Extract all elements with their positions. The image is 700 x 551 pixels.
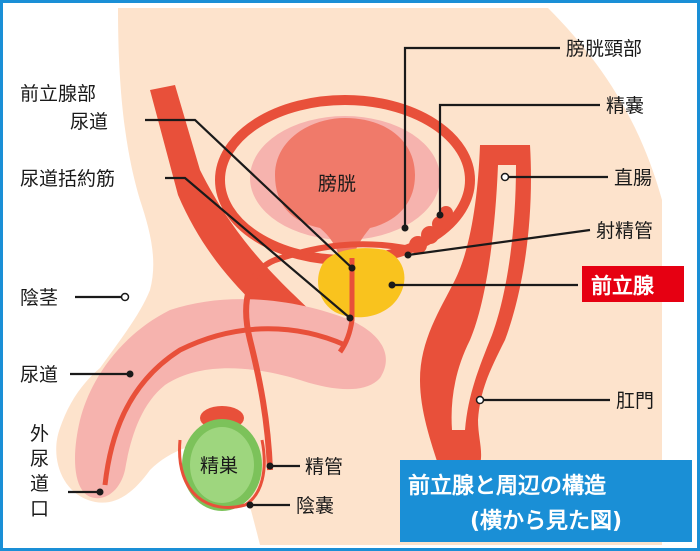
label-bladder-neck: 膀胱頸部 [566,38,642,60]
prostate-label-box [582,266,684,302]
label-urethral-sphincter: 尿道括約筋 [20,168,115,190]
label-prostate: 前立腺 [591,274,655,298]
label-ejaculatory-duct: 射精管 [596,220,653,242]
testis-inner [190,427,254,503]
scrotum-outline [178,439,266,509]
label-meatus-2: 尿 [30,448,49,470]
rectum-inner [451,165,516,430]
label-seminal-vesicle: 精嚢 [606,95,644,117]
title-box [400,460,692,542]
bladder-lumen [275,118,415,260]
label-meatus-3: 道 [30,473,49,495]
title-line-1: 前立腺と周辺の構造 [408,473,606,499]
pubic-bone [150,85,320,345]
label-urethra: 尿道 [20,364,58,386]
urethra-line [102,326,347,486]
label-prostatic-urethra-2: 尿道 [70,111,108,133]
label-prostatic-urethra-1: 前立腺部 [20,83,96,105]
prostate-shape [318,248,405,318]
label-scrotum: 陰嚢 [296,495,334,517]
leader-lines [68,46,610,509]
vas-deferens-line [243,241,406,471]
label-meatus-1: 外 [30,423,49,445]
label-meatus-4: 口 [30,498,49,520]
label-testis: 精巣 [200,455,238,477]
seminal-vesicle-shape [409,206,453,254]
title-line-2: (横から見た図) [470,509,622,534]
label-penis: 陰茎 [20,287,58,309]
label-rectum: 直腸 [614,167,652,189]
label-anus: 肛門 [616,390,654,412]
penis-shape [75,299,386,499]
label-vas-deferens: 精管 [305,456,343,478]
label-bladder: 膀胱 [318,173,356,195]
